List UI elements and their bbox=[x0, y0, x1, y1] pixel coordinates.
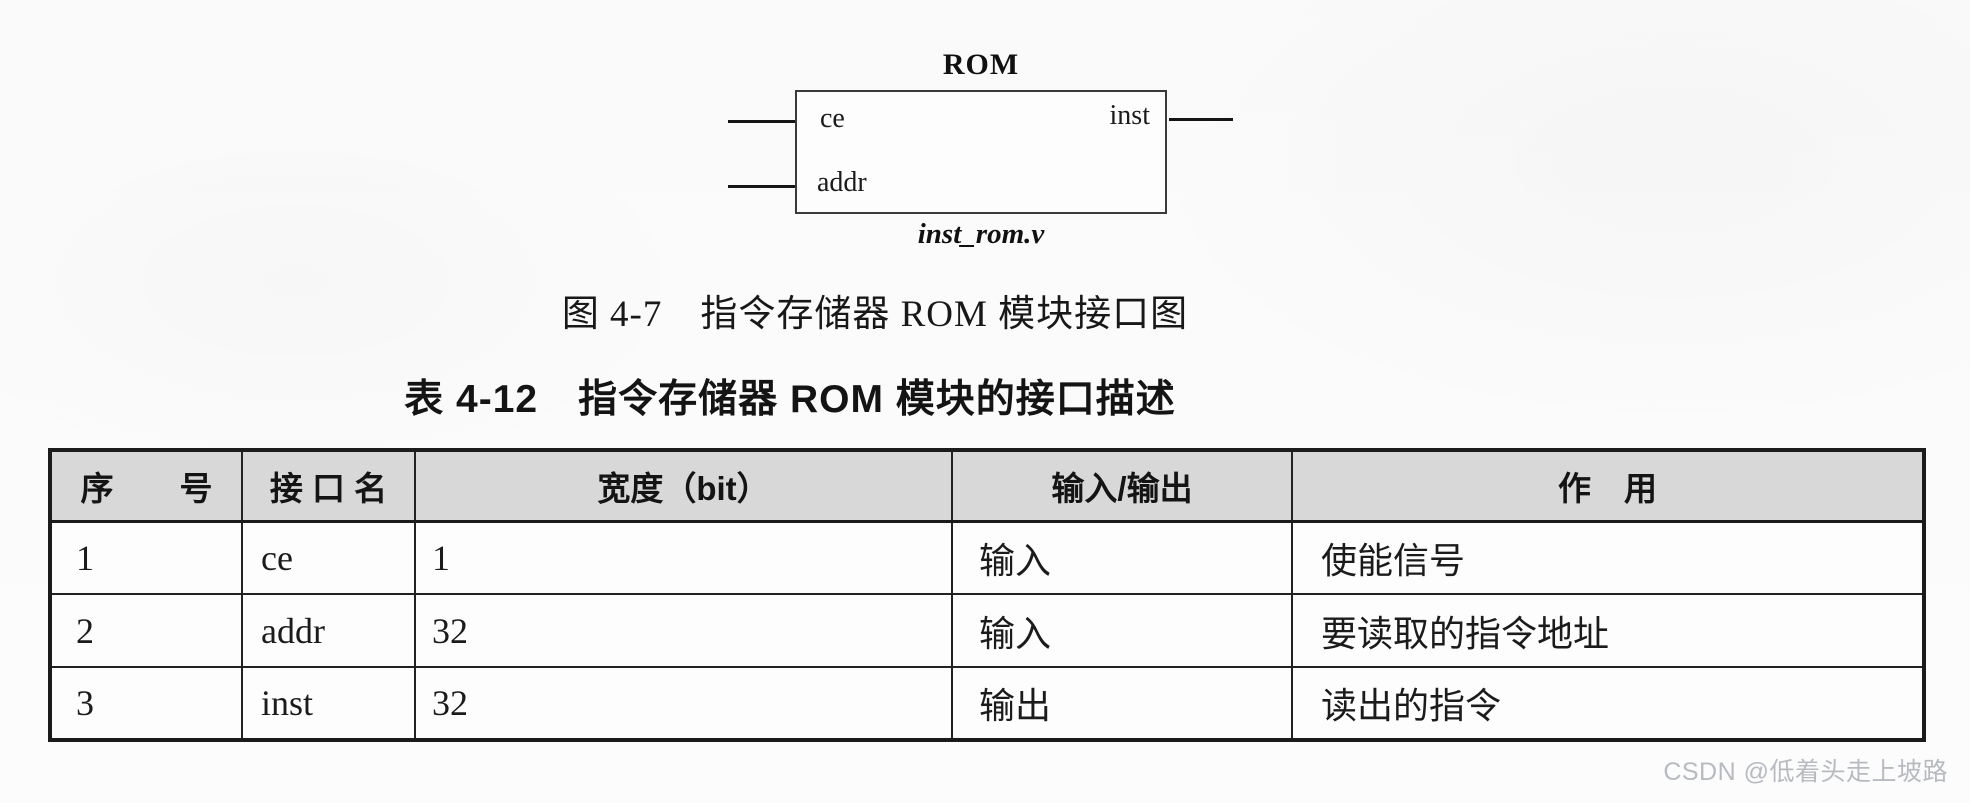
cell-io: 输入 bbox=[951, 520, 1293, 595]
cell-index: 2 bbox=[49, 593, 243, 668]
cell-port-name: addr bbox=[241, 593, 416, 668]
cell-purpose: 读出的指令 bbox=[1291, 666, 1925, 741]
table-header-row: 序 号 接 口 名 宽度（bit） 输入/输出 作 用 bbox=[49, 449, 1925, 523]
cell-index: 3 bbox=[49, 666, 243, 741]
cell-port-name: ce bbox=[241, 520, 416, 595]
cell-purpose: 使能信号 bbox=[1291, 520, 1925, 595]
figure-caption: 图 4-7 指令存储器 ROM 模块接口图 bbox=[561, 294, 1189, 335]
table-row: 3 inst 32 输出 读出的指令 bbox=[49, 666, 1925, 741]
cell-port-name: inst bbox=[241, 666, 416, 741]
table-caption: 表 4-12 指令存储器 ROM 模块的接口描述 bbox=[404, 378, 1176, 421]
table-row: 1 ce 1 输入 使能信号 bbox=[49, 520, 1925, 595]
port-label-ce: ce bbox=[820, 103, 845, 134]
addr-input-wire bbox=[728, 185, 795, 188]
csdn-watermark: CSDN @低着头走上坡路 bbox=[1663, 758, 1948, 786]
cell-io: 输入 bbox=[951, 593, 1293, 668]
header-io: 输入/输出 bbox=[951, 449, 1293, 523]
header-port-name: 接 口 名 bbox=[241, 449, 416, 523]
rom-module-box bbox=[795, 90, 1167, 214]
cell-width: 32 bbox=[414, 593, 953, 668]
rom-module-title: ROM bbox=[942, 48, 1020, 81]
rom-module-filename: inst_rom.v bbox=[917, 218, 1045, 250]
header-width: 宽度（bit） bbox=[414, 449, 953, 523]
port-label-addr: addr bbox=[817, 167, 867, 198]
port-label-inst: inst bbox=[1109, 100, 1150, 131]
ce-input-wire bbox=[728, 120, 795, 123]
inst-output-wire bbox=[1169, 118, 1233, 121]
cell-purpose: 要读取的指令地址 bbox=[1291, 593, 1925, 668]
cell-io: 输出 bbox=[951, 666, 1293, 741]
cell-width: 32 bbox=[414, 666, 953, 741]
header-purpose: 作 用 bbox=[1291, 449, 1925, 523]
interface-table: 序 号 接 口 名 宽度（bit） 输入/输出 作 用 1 ce 1 输入 使能… bbox=[48, 448, 1926, 742]
header-index: 序 号 bbox=[49, 449, 243, 523]
cell-index: 1 bbox=[49, 520, 243, 595]
table-row: 2 addr 32 输入 要读取的指令地址 bbox=[49, 593, 1925, 668]
cell-width: 1 bbox=[414, 520, 953, 595]
